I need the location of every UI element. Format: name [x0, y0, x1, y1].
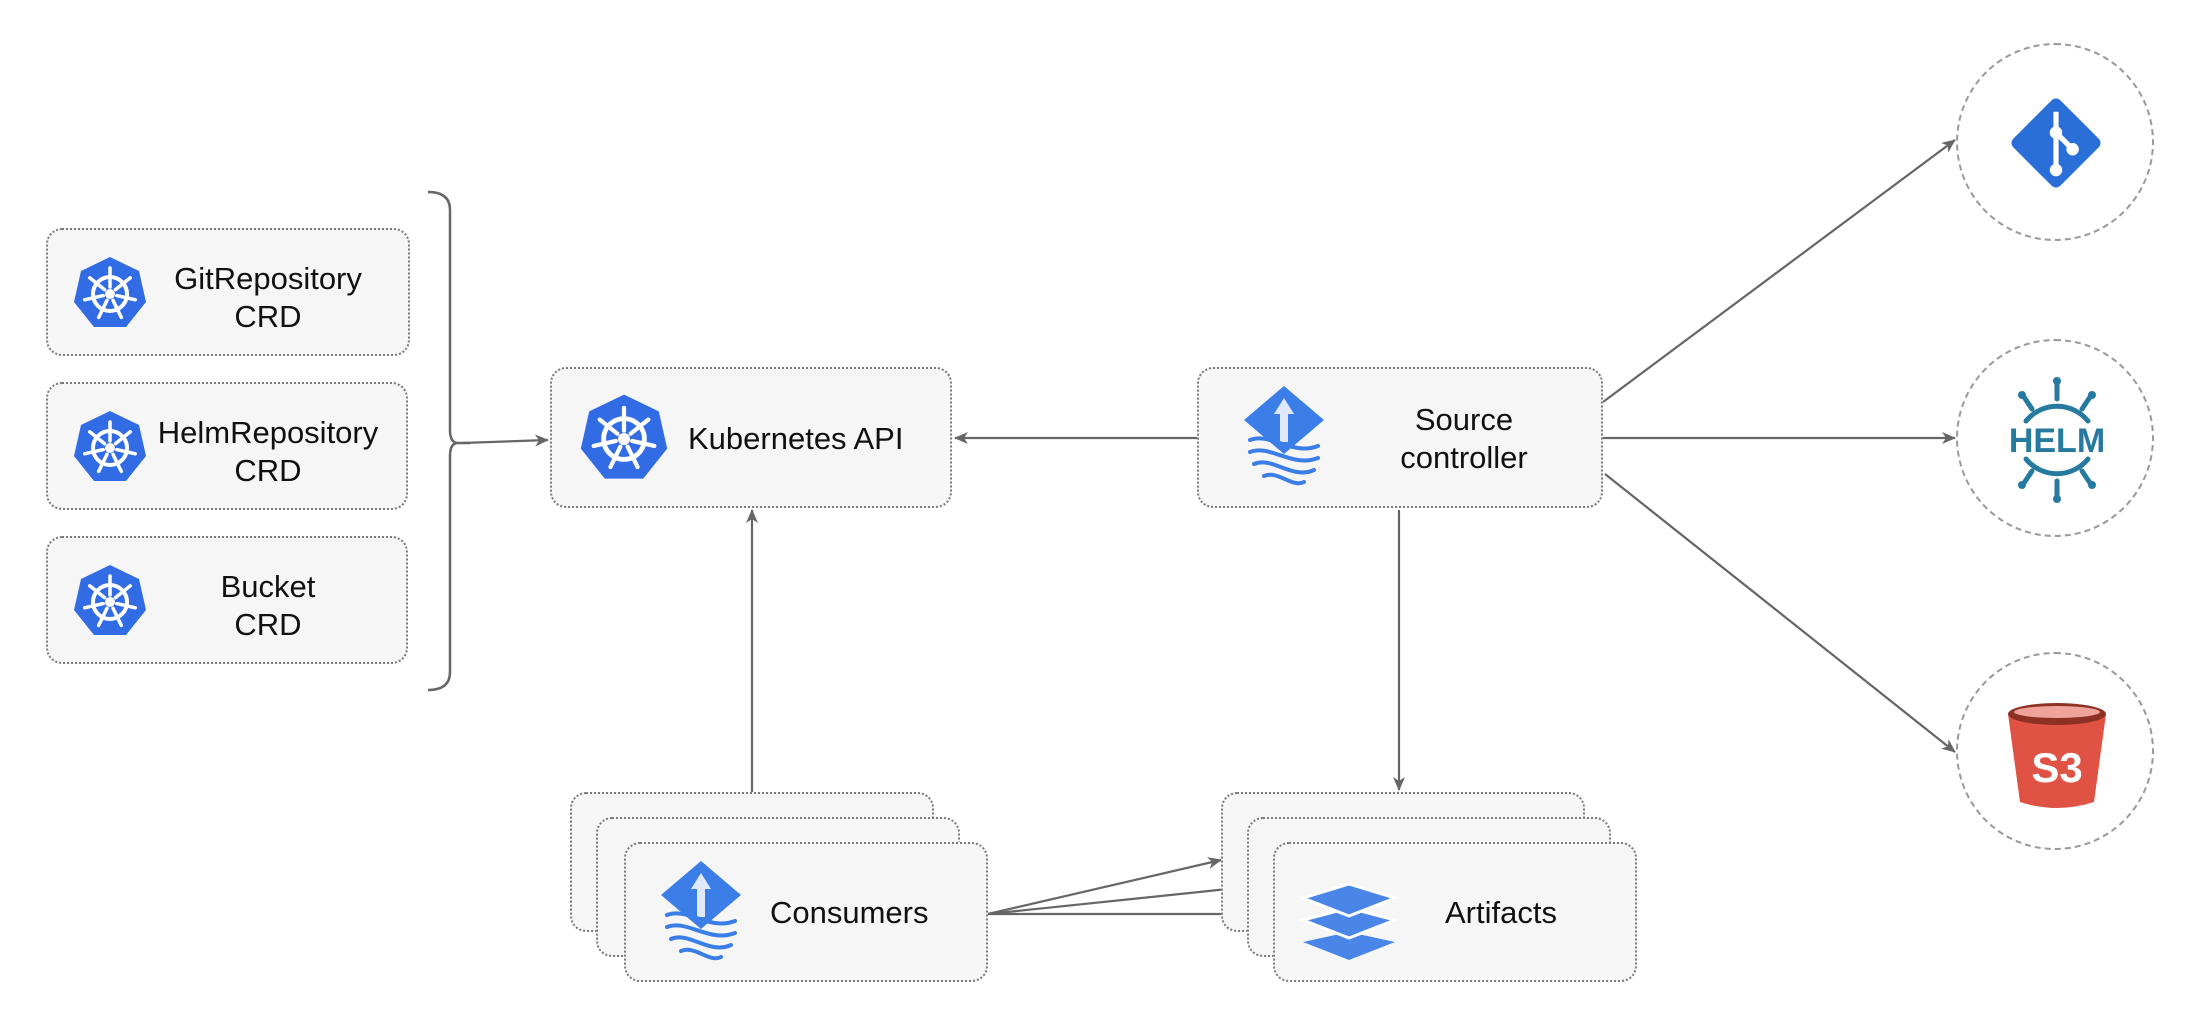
- crd-label: GitRepository: [174, 261, 362, 296]
- crd-box-gitrepository[interactable]: GitRepository CRD: [46, 228, 410, 356]
- helm-wordmark: HELM: [2009, 422, 2105, 460]
- crd-box-helmrepository[interactable]: HelmRepository CRD: [46, 382, 408, 510]
- artifacts-box[interactable]: Artifacts: [1273, 842, 1637, 982]
- kubernetes-api-label: Kubernetes API: [688, 421, 904, 456]
- consumers-label: Consumers: [770, 895, 929, 930]
- layers-icon: [1299, 882, 1399, 960]
- kubernetes-icon: [72, 409, 148, 483]
- crd-box-bucket[interactable]: Bucket CRD: [46, 536, 408, 664]
- arrow-consumers-to-artifacts-1: [987, 857, 1222, 916]
- source-controller-label: Source: [1414, 402, 1514, 437]
- source-controller-box[interactable]: Source controller: [1197, 367, 1603, 508]
- kubernetes-api-box[interactable]: Kubernetes API: [550, 367, 952, 508]
- crd-label: CRD: [234, 299, 302, 334]
- crd-label: HelmRepository: [157, 415, 379, 450]
- arrow-consumers-to-artifacts-2: [987, 882, 1248, 916]
- helm-source[interactable]: HELM: [1956, 339, 2154, 537]
- flux-icon: [659, 859, 743, 961]
- consumers-box[interactable]: Consumers: [624, 842, 988, 982]
- s3-bucket-icon: S3: [2008, 703, 2106, 808]
- crd-group-brace: [427, 190, 470, 692]
- flux-icon: [1242, 384, 1326, 486]
- s3-wordmark: S3: [2031, 744, 2082, 791]
- crd-label: CRD: [234, 453, 302, 488]
- kubernetes-icon: [576, 391, 672, 487]
- git-source[interactable]: [1956, 43, 2154, 241]
- arrow-controller-to-s3: [1604, 473, 1956, 753]
- arrow-crds-to-api: [461, 434, 549, 447]
- kubernetes-icon: [72, 563, 148, 637]
- arrow-controller-to-git: [1602, 139, 1956, 403]
- crd-label: CRD: [234, 607, 302, 642]
- artifacts-label: Artifacts: [1445, 895, 1557, 930]
- kubernetes-icon: [72, 255, 148, 329]
- helm-icon: HELM: [2009, 377, 2105, 503]
- crd-label: Bucket: [220, 569, 316, 604]
- source-controller-label: controller: [1400, 440, 1528, 475]
- git-icon: [2011, 98, 2101, 188]
- s3-source[interactable]: S3: [1956, 652, 2154, 850]
